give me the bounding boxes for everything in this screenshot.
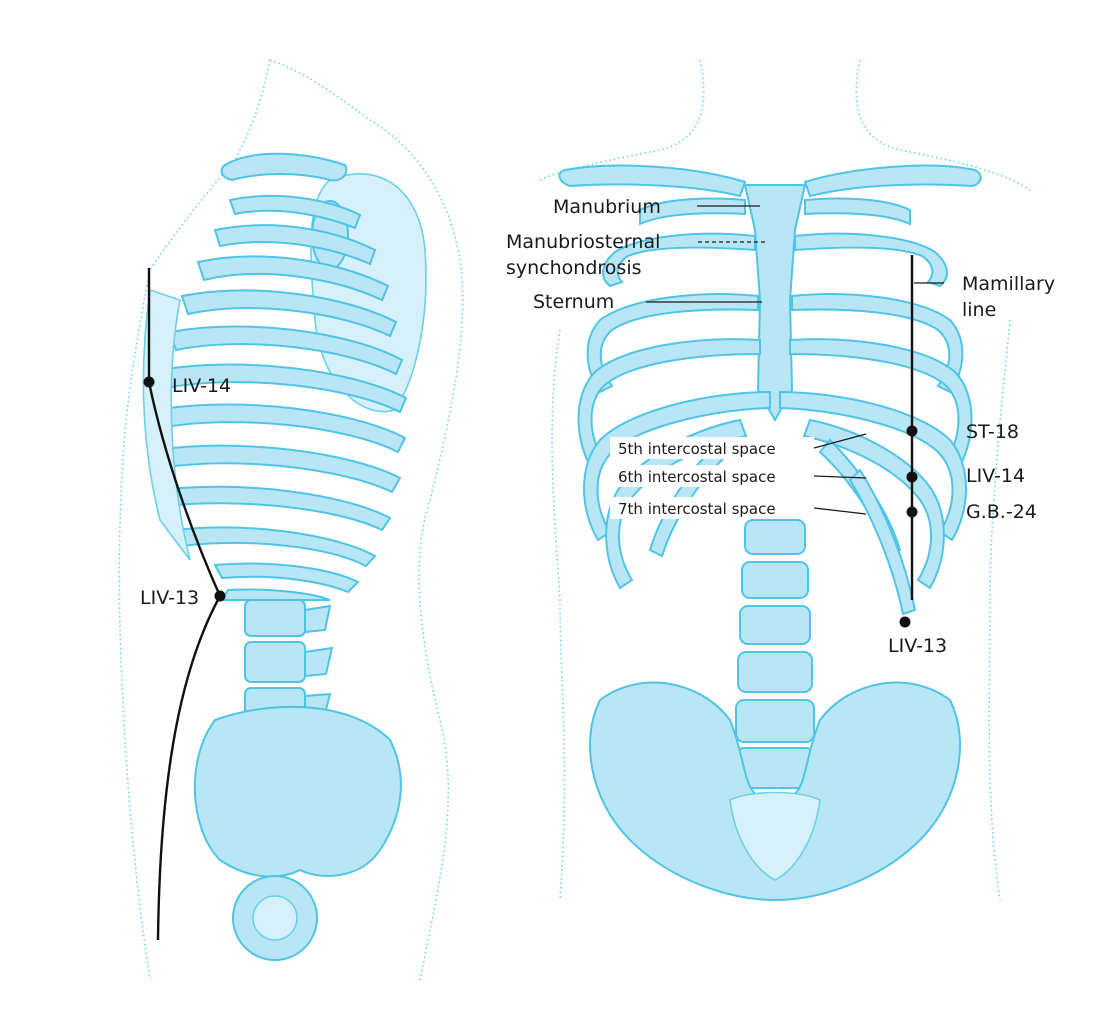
label-sternum: Sternum [533, 291, 614, 313]
frontal-label-gb24: G.B.-24 [966, 501, 1037, 523]
label-mamillary-1: Mamillary [962, 273, 1055, 295]
lateral-rib-cage [142, 195, 408, 601]
frontal-spine [735, 519, 815, 789]
label-synchondrosis-2: synchondrosis [506, 257, 642, 279]
intercostal-label-5th: 5th intercostal space [610, 433, 867, 459]
lateral-label-liv13: LIV-13 [140, 587, 199, 609]
lateral-label-liv14: LIV-14 [172, 375, 231, 397]
frontal-point-st18 [906, 425, 918, 437]
frontal-sacrum [729, 791, 821, 881]
frontal-clavicle-left [558, 164, 747, 198]
lateral-pelvis [193, 705, 402, 878]
frontal-ribs-right [779, 197, 973, 616]
frontal-pelvis [589, 681, 961, 902]
frontal-point-gb24 [906, 506, 918, 518]
lateral-body-outline [118, 59, 464, 981]
intercostal-label-6th: 6th intercostal space [610, 465, 867, 487]
frontal-view: Manubrium Manubriosternal synchondrosis … [506, 59, 1055, 902]
lateral-view: LIV-14 LIV-13 [118, 59, 464, 981]
lateral-point-liv14 [143, 376, 155, 388]
svg-text:6th intercostal space: 6th intercostal space [618, 468, 776, 486]
intercostal-label-7th: 7th intercostal space [610, 497, 867, 519]
frontal-label-liv13: LIV-13 [888, 635, 947, 657]
lateral-clavicle [220, 152, 348, 182]
frontal-label-st18: ST-18 [966, 421, 1019, 443]
svg-text:5th intercostal space: 5th intercostal space [618, 440, 776, 458]
svg-text:7th intercostal space: 7th intercostal space [618, 500, 776, 518]
lateral-point-liv13 [214, 590, 226, 602]
frontal-point-liv14 [906, 471, 918, 483]
label-synchondrosis-1: Manubriosternal [506, 231, 660, 253]
frontal-point-liv13 [899, 616, 911, 628]
frontal-label-liv14: LIV-14 [966, 465, 1025, 487]
frontal-clavicle-right [803, 164, 982, 198]
label-manubrium: Manubrium [553, 196, 661, 218]
label-mamillary-2: line [962, 299, 996, 321]
